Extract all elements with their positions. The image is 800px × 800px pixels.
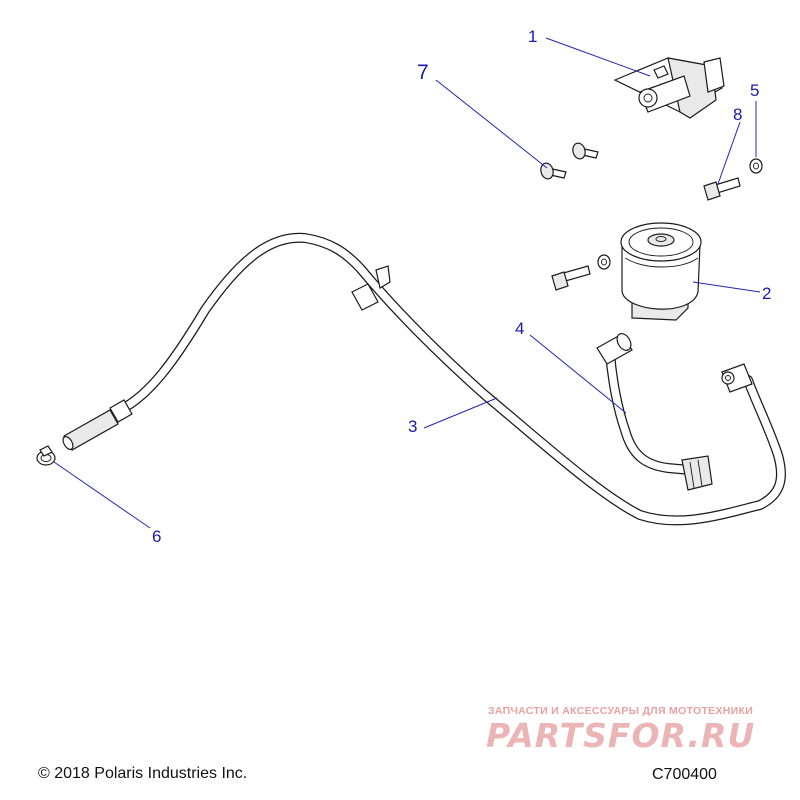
filter-bracket [613, 57, 725, 119]
washer [597, 158, 763, 270]
watermark-caption: ЗАПЧАСТИ И АКСЕССУАРЫ ДЛЯ МОТОТЕХНИКИ [488, 705, 754, 717]
callout-1: 1 [528, 27, 537, 46]
fuel-hose-short [596, 333, 713, 491]
callout-5: 5 [750, 81, 759, 100]
fuel-fitting [551, 177, 741, 291]
leader-lines [53, 37, 761, 529]
callout-8: 8 [733, 105, 742, 124]
callout-7: 7 [417, 61, 429, 84]
drawing-code: C700400 [652, 766, 717, 783]
callout-2: 2 [762, 284, 771, 303]
hose-clamp [36, 445, 56, 466]
callout-4: 4 [515, 319, 524, 338]
fuel-filter [620, 222, 702, 321]
watermark-logo: PARTSFOR.RU [486, 716, 756, 755]
callout-3: 3 [408, 417, 417, 436]
fuel-hose-long [62, 232, 786, 526]
bolt-pair [540, 142, 599, 180]
callout-6: 6 [152, 527, 161, 546]
copyright-text: © 2018 Polaris Industries Inc. [38, 765, 248, 782]
